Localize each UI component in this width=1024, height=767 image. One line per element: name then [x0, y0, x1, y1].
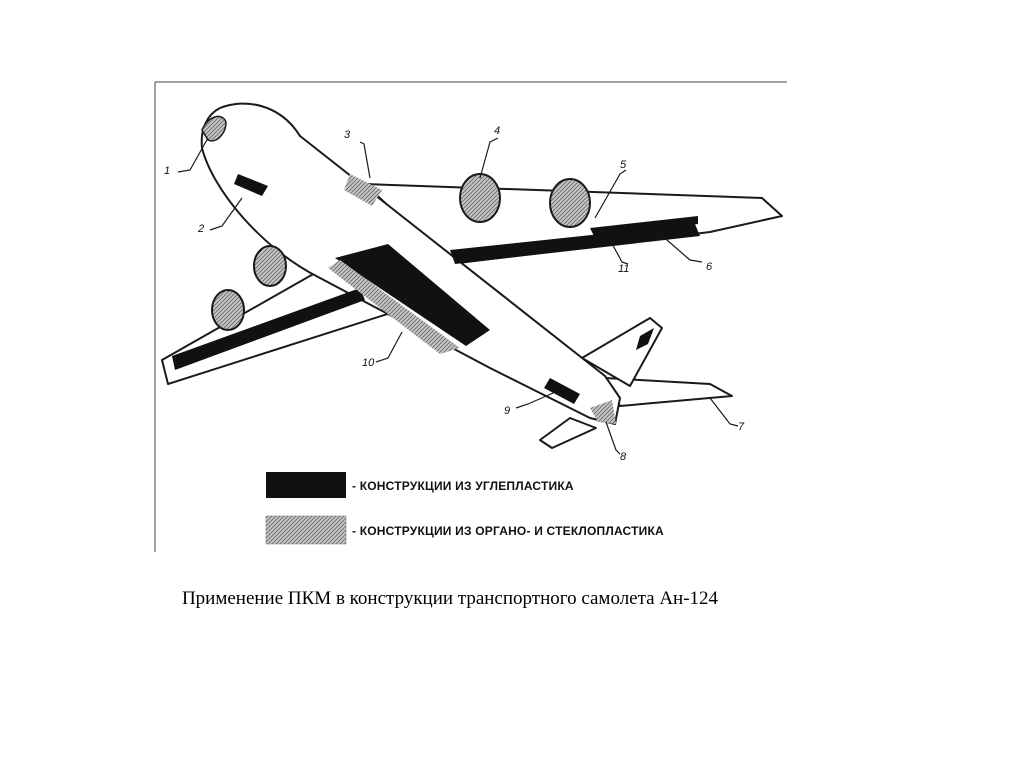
wing-fairing — [344, 174, 382, 206]
engine-3 — [253, 245, 287, 287]
leader-4 — [479, 137, 499, 179]
callout-1: 1 — [164, 165, 170, 177]
callout-6: 6 — [706, 261, 713, 273]
fin-stripes — [636, 328, 654, 350]
callout-11: 11 — [618, 263, 629, 275]
leader-11 — [609, 239, 629, 265]
legend-swatch-carbon — [266, 472, 346, 498]
cargo-door-panel — [335, 244, 490, 346]
tail-fairing — [544, 378, 580, 404]
leader-8 — [605, 421, 621, 455]
callout-2: 2 — [197, 223, 204, 235]
leader-9 — [515, 389, 561, 409]
nose-radome — [201, 115, 227, 142]
cockpit-panel — [234, 174, 268, 196]
leader-2 — [209, 197, 243, 231]
legend-label-carbon: - КОНСТРУКЦИИ ИЗ УГЛЕПЛАСТИКА — [352, 479, 574, 493]
aircraft-diagram: 1 2 3 4 5 6 7 8 9 10 11 - КОНСТРУКЦИИ ИЗ… — [150, 78, 790, 554]
callout-5: 5 — [620, 159, 627, 171]
figure-caption: Применение ПКМ в конструкции транспортно… — [181, 588, 719, 609]
leader-10 — [375, 331, 403, 363]
callout-9: 9 — [504, 405, 510, 417]
tail-cone — [590, 400, 616, 424]
callout-3: 3 — [344, 129, 351, 141]
engine-4 — [211, 289, 245, 331]
callout-10: 10 — [362, 357, 375, 369]
leader-7 — [709, 397, 739, 427]
callout-8: 8 — [620, 451, 627, 463]
right-wing-flap — [450, 224, 700, 264]
legend-label-organo: - КОНСТРУКЦИИ ИЗ ОРГАНО- И СТЕКЛОПЛАСТИК… — [352, 524, 664, 538]
cargo-door-hatched — [328, 260, 460, 354]
engine-1 — [459, 173, 501, 223]
legend: - КОНСТРУКЦИИ ИЗ УГЛЕПЛАСТИКА - КОНСТРУК… — [265, 472, 664, 545]
leader-1 — [177, 137, 209, 173]
callout-4: 4 — [494, 125, 500, 137]
stabilizer-lower — [539, 417, 597, 449]
right-wing-spoiler — [590, 216, 698, 236]
leader-5 — [594, 169, 627, 219]
callout-7: 7 — [738, 421, 745, 433]
legend-swatch-organo — [265, 515, 347, 545]
leader-6 — [659, 233, 703, 263]
left-wing-flap — [172, 288, 365, 370]
engine-2 — [549, 178, 591, 228]
leader-3 — [359, 141, 371, 179]
